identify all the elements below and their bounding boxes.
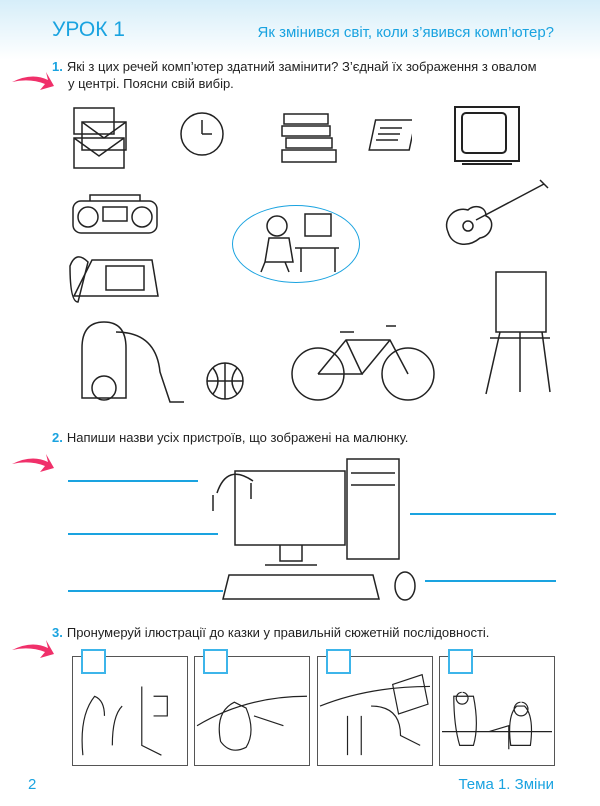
page-number: 2: [28, 776, 37, 793]
task-number: 3.: [52, 625, 63, 640]
story-panel-4: [439, 649, 555, 766]
story-panel-3: [317, 649, 433, 766]
computer-image: [205, 455, 405, 603]
header-background: [0, 0, 600, 60]
story-panel-2: [194, 649, 310, 766]
answer-line-system-unit[interactable]: [410, 513, 556, 515]
pink-arrow-icon: [12, 640, 54, 658]
task-text: Пронумеруй ілюстрації до казки у правиль…: [66, 625, 490, 640]
pink-arrow-icon: [12, 454, 54, 472]
center-oval: [232, 205, 360, 283]
number-input-box[interactable]: [81, 649, 106, 674]
task-number: 2.: [52, 430, 63, 445]
books-image[interactable]: [278, 104, 340, 166]
lesson-title: УРОК 1: [52, 18, 125, 41]
pink-arrow-icon: [12, 72, 54, 90]
answer-line-headset[interactable]: [68, 480, 198, 482]
number-input-box[interactable]: [448, 649, 473, 674]
telephone-image[interactable]: [66, 246, 162, 306]
radio-image[interactable]: [70, 193, 160, 237]
task-2: 2.Напиши назви усіх пристроїв, що зображ…: [52, 429, 562, 446]
number-input-box[interactable]: [326, 649, 351, 674]
answer-line-mouse[interactable]: [425, 580, 556, 582]
task-text: Напиши назви усіх пристроїв, що зображен…: [66, 430, 409, 445]
easel-image[interactable]: [470, 268, 554, 398]
answer-line-keyboard[interactable]: [68, 590, 223, 592]
tv-image[interactable]: [452, 104, 522, 168]
guitar-image[interactable]: [440, 176, 552, 256]
child-at-computer-image: [255, 208, 345, 278]
mouse-image: [392, 568, 418, 602]
basketball-image[interactable]: [204, 360, 246, 402]
section-title: Тема 1. Зміни: [458, 776, 554, 793]
number-input-box[interactable]: [203, 649, 228, 674]
lesson-topic: Як змінився світ, коли з’явився комп’юте…: [257, 24, 554, 41]
task-1: 1.Які з цих речей комп’ютер здатний замі…: [52, 58, 562, 92]
bicycle-image[interactable]: [288, 318, 438, 404]
answer-line-monitor[interactable]: [68, 533, 218, 535]
task-text: у центрі. Поясни свій вибір.: [68, 76, 234, 91]
vacuum-cleaner-image[interactable]: [76, 318, 186, 408]
task-text: Які з цих речей комп’ютер здатний заміни…: [66, 59, 537, 74]
task-3: 3.Пронумеруй ілюстрації до казки у прави…: [52, 624, 562, 641]
calculator-image[interactable]: [368, 118, 417, 152]
clock-image[interactable]: [178, 110, 226, 158]
task-number: 1.: [52, 59, 63, 74]
story-panel-1: [72, 649, 188, 766]
envelopes-image[interactable]: [70, 104, 138, 172]
